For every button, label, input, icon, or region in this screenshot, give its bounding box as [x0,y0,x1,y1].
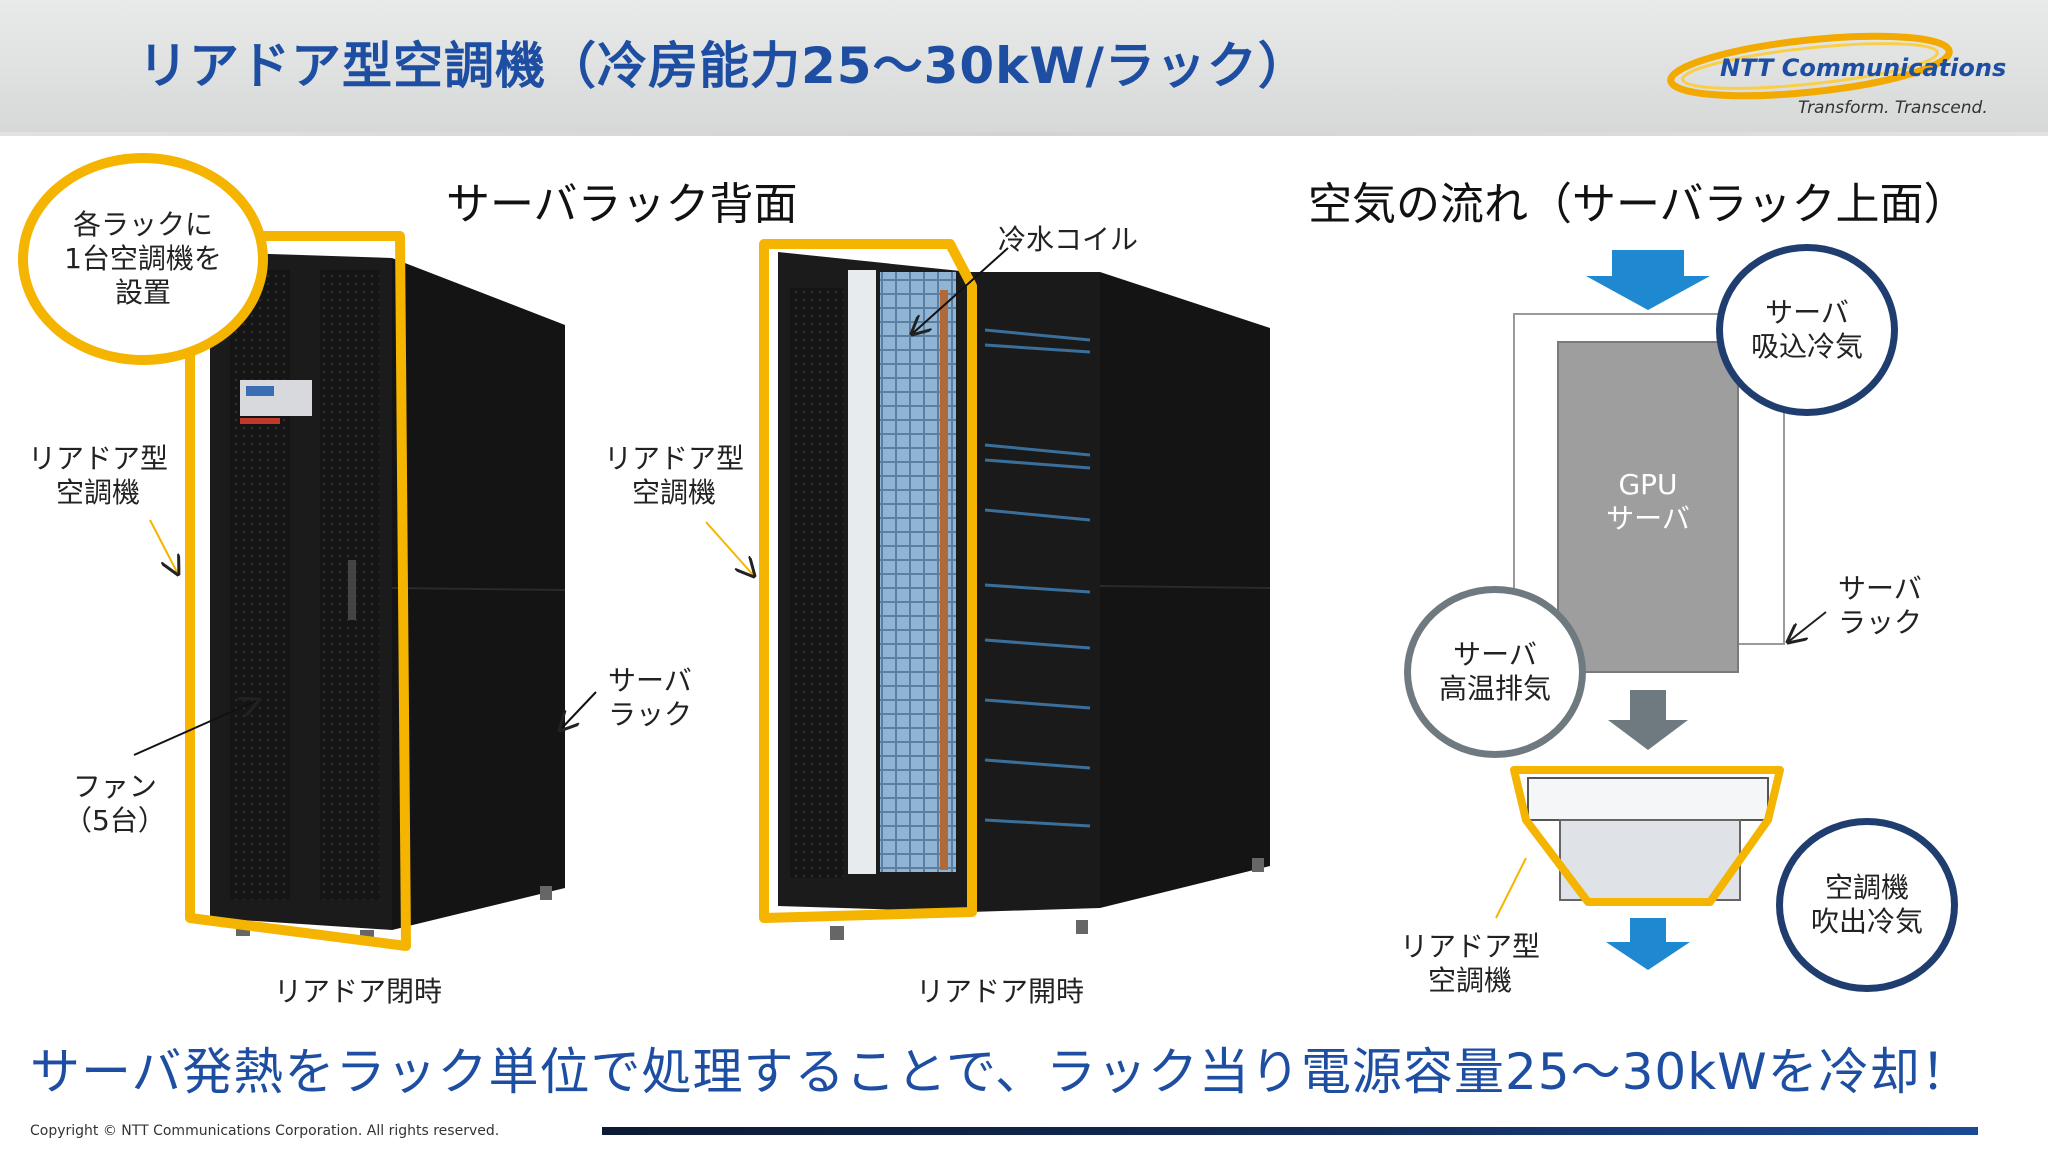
label-line: リアドア型 [28,442,169,475]
rack-label-left: サーバ ラック [608,664,692,732]
coil-label: 冷水コイル [998,223,1139,256]
bubble-line: 高温排気 [1438,672,1551,705]
label-line: サーバ [608,664,692,697]
logo-tagline: Transform. Transcend. [1798,98,1988,118]
unit-leader [1495,857,1527,919]
rear-door-label-middle: リアドア型 空調機 [604,442,744,510]
coil-leader [912,247,1009,334]
rear-door-unit [1527,777,1769,901]
door-open-caption: リアドア開時 [916,975,1085,1008]
airflow-title: 空気の流れ（サーバラック上面） [1308,179,1968,230]
copyright-text: Copyright © NTT Communications Corporati… [30,1123,500,1139]
label-line: サーバ [1606,502,1690,535]
label-line: ラック [608,698,693,731]
summary-message: サーバ発熱をラック単位で処理することで、ラック当り電源容量25～30kWを冷却！ [30,1043,1972,1101]
middle-door-leader [705,521,754,576]
header-band [0,0,2048,136]
rack-closed-image [210,252,566,944]
rack-setup-bubble: 各ラックに 1台空調機を 設置 [18,153,268,365]
outlet-arrow-icon [1606,918,1690,970]
label-line: GPU [1618,468,1678,501]
logo-text: NTT Communications [1720,54,2007,82]
intake-bubble: サーバ 吸込冷気 [1716,244,1898,416]
rear-view-title: サーバラック背面 [446,179,798,230]
logo-swoosh-icon [1667,32,1953,100]
label-line: リアドア型 [604,442,745,475]
label-line: サーバ [1838,572,1922,605]
label-line: （5台） [64,804,166,837]
bubble-line: 各ラックに [72,208,213,241]
fan-label: ファン （5台） [64,770,166,838]
label-line: 空調機 [632,476,717,509]
fan-leader [133,700,258,756]
footer-bar [602,1127,1978,1135]
page-title: リアドア型空調機（冷房能力25～30kW/ラック） [138,37,1309,95]
bubble-line: 吹出冷気 [1810,905,1923,938]
bubble-line: サーバ [1453,638,1537,671]
rack-label-right: サーバ ラック [1838,572,1922,640]
intake-arrow-icon [1586,250,1710,310]
bubble-line: 設置 [114,276,171,309]
bubble-line: 吸込冷気 [1750,330,1863,363]
door-closed-caption: リアドア閉時 [274,975,443,1008]
rack-open-image [778,252,1271,940]
label-line: ラック [1838,606,1923,639]
unit-highlight [1510,766,1784,906]
bubble-line: 1台空調機を [64,242,222,275]
label-line: 空調機 [56,476,141,509]
ntt-logo: NTT Communications Transform. Transcend. [1660,26,2020,126]
label-line: 空調機 [1428,964,1513,997]
left-rack-leader [560,691,597,730]
rear-door-label-right: リアドア型 空調機 [1400,930,1540,998]
rear-door-label-left: リアドア型 空調機 [28,442,168,510]
left-door-leader [149,519,178,574]
exhaust-arrow-icon [1608,690,1688,750]
gpu-server-label: GPU サーバ [1584,468,1712,536]
label-line: リアドア型 [1400,930,1541,963]
rack-open-highlight [759,239,977,923]
rack-leader [1788,611,1827,642]
rack-closed-highlight [185,231,411,951]
exhaust-bubble: サーバ 高温排気 [1404,586,1586,758]
outlet-bubble: 空調機 吹出冷気 [1776,818,1958,992]
bubble-line: 空調機 [1824,871,1909,904]
label-line: ファン [72,770,157,803]
bubble-line: サーバ [1765,296,1849,329]
